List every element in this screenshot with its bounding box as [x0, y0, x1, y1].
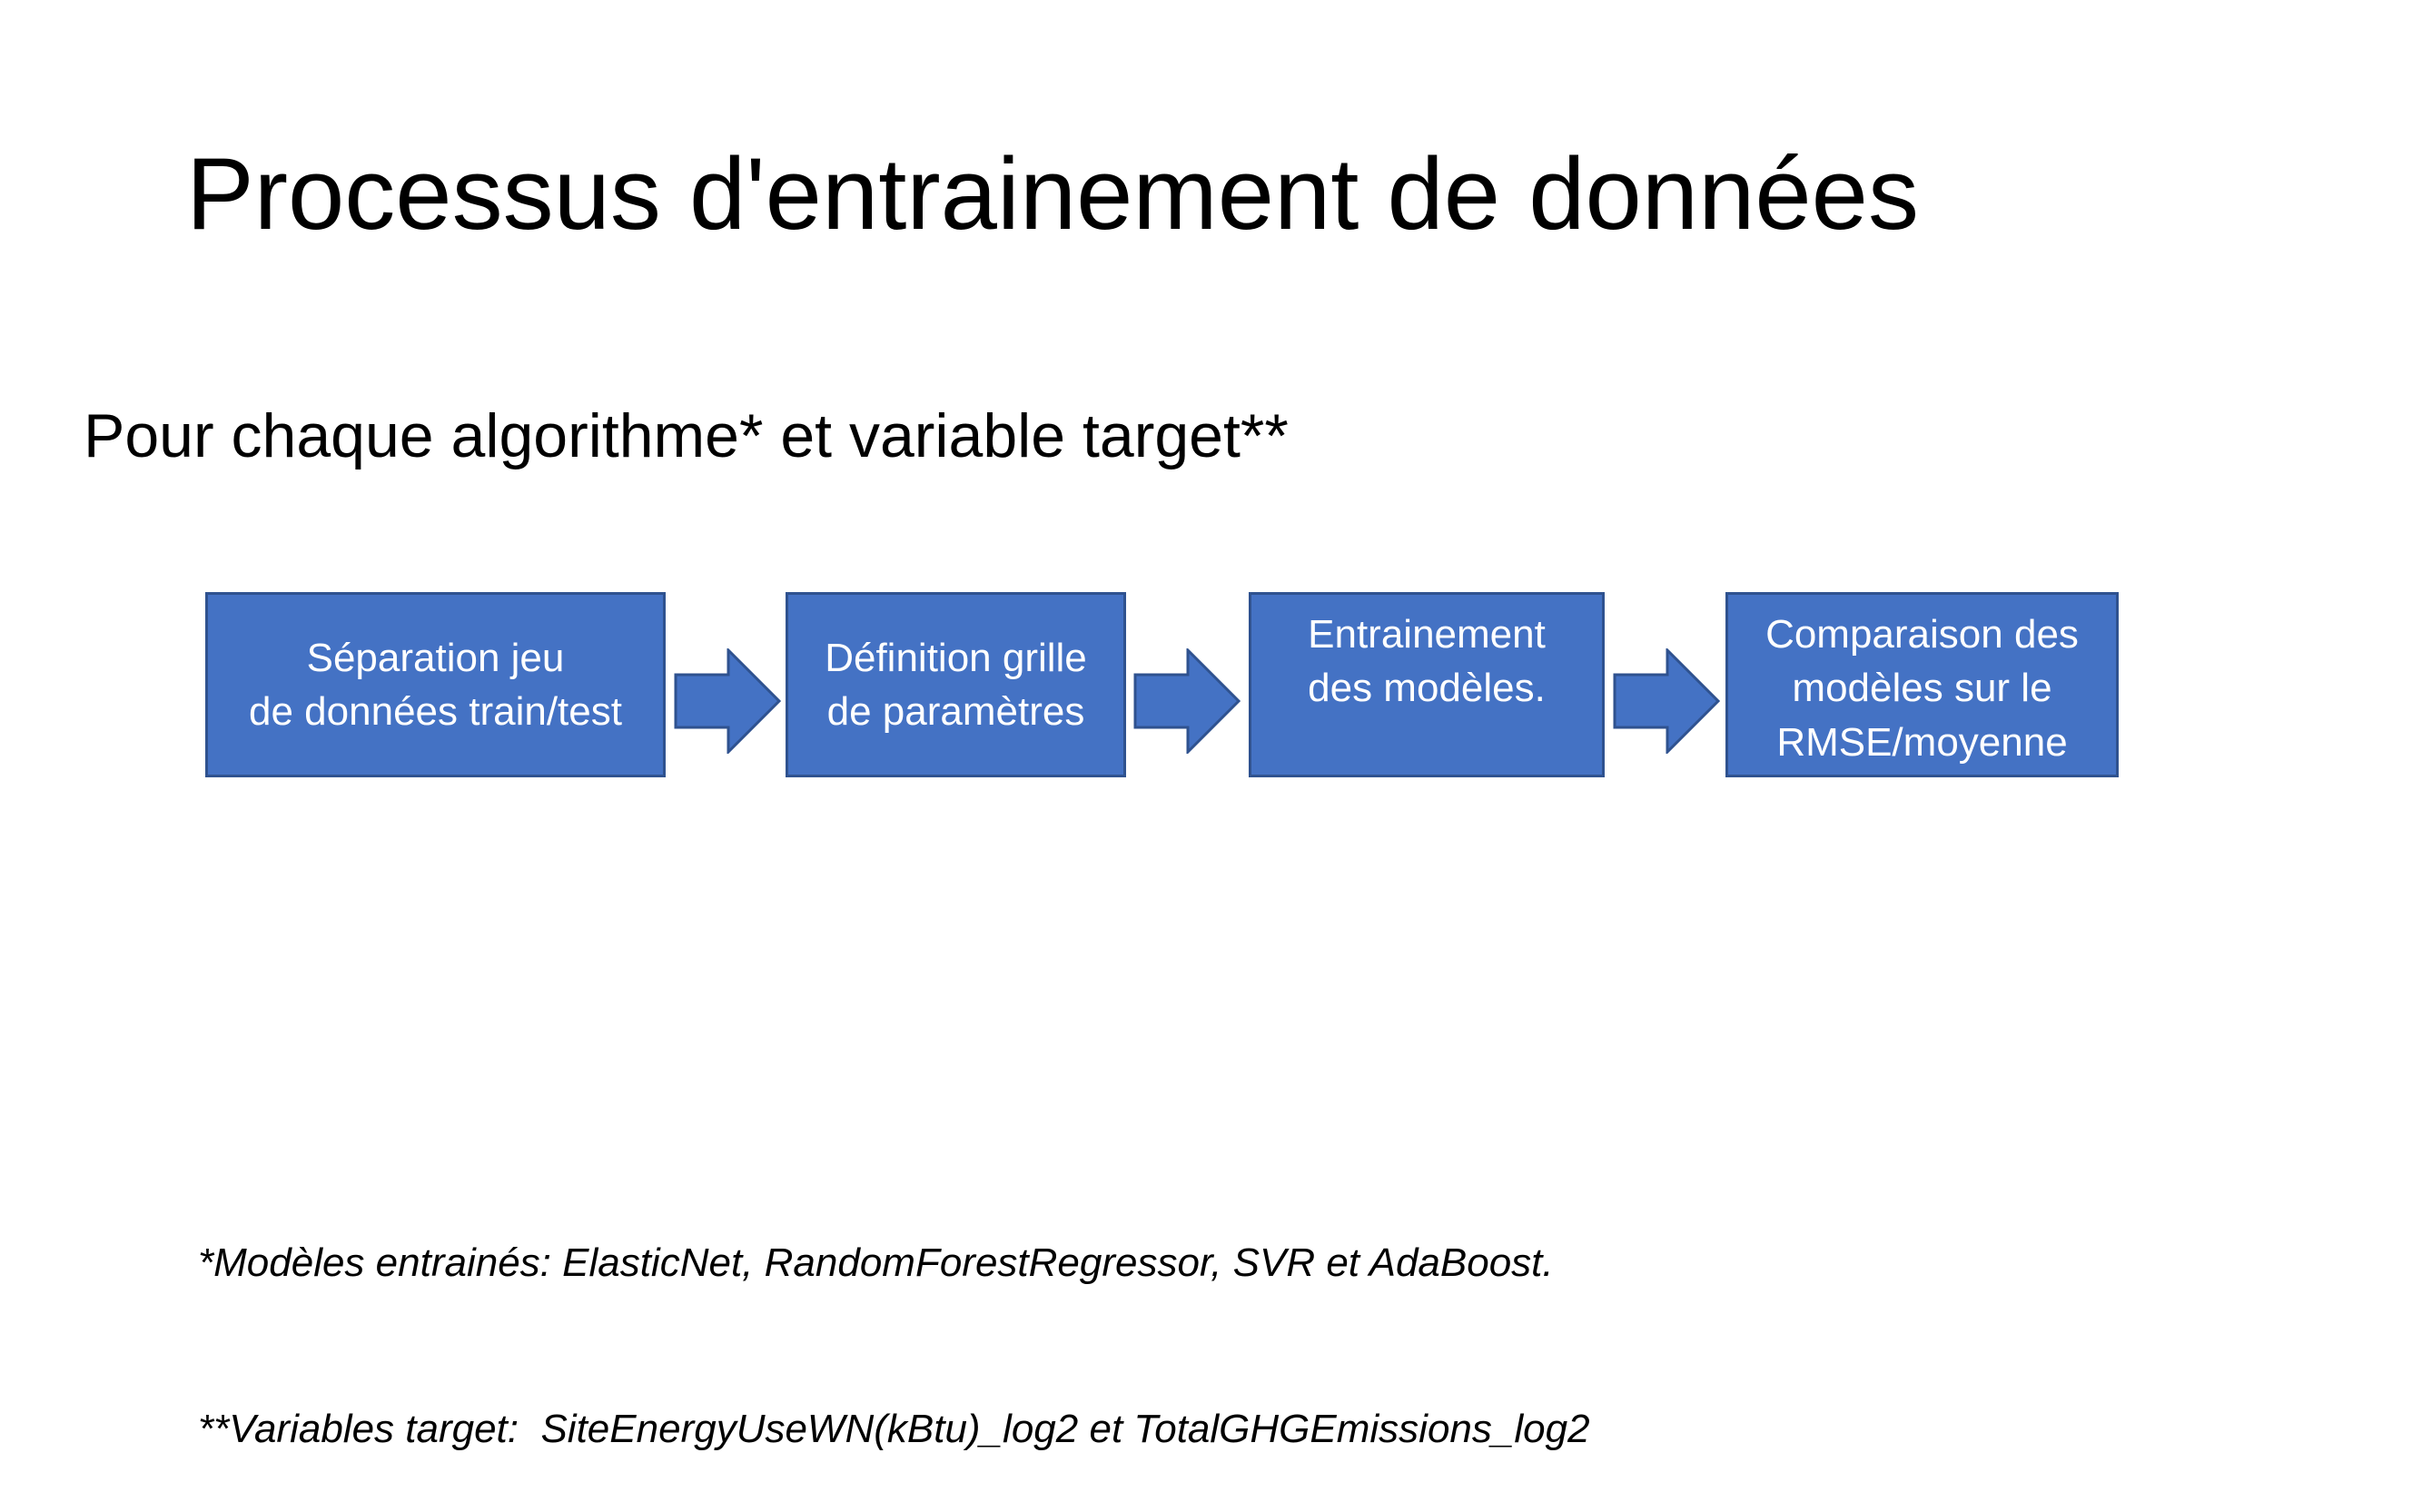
right-arrow-icon [1133, 648, 1241, 754]
right-arrow-icon-svg [1133, 648, 1241, 754]
slide-subtitle: Pour chaque algorithme* et variable targ… [84, 401, 1289, 470]
step-training-box: Entrainement des modèles. [1249, 592, 1605, 777]
step-comparison-box: Comparaison des modèles sur le RMSE/moye… [1725, 592, 2119, 777]
right-arrow-icon-svg [674, 648, 781, 754]
footnote-targets: **Variables target: SiteEnergyUseWN(kBtu… [198, 1406, 1590, 1451]
right-arrow-icon-svg [1613, 648, 1720, 754]
slide-title: Processus d'entrainement de données [186, 137, 1919, 251]
step-parameter-grid-box: Définition grille de paramètres [786, 592, 1126, 777]
step-split-data-box: Séparation jeu de données train/test [205, 592, 666, 777]
footnote-models: *Modèles entrainés: ElasticNet, RandomFo… [198, 1240, 1554, 1286]
step-parameter-grid-label: Définition grille de paramètres [825, 635, 1087, 734]
right-arrow-icon [674, 648, 781, 754]
right-arrow-icon [1613, 648, 1720, 754]
step-comparison-label: Comparaison des modèles sur le RMSE/moye… [1765, 612, 2079, 765]
step-split-data-label: Séparation jeu de données train/test [249, 635, 622, 734]
footnotes: *Modèles entrainés: ElasticNet, RandomFo… [198, 1126, 1590, 1512]
step-training-label: Entrainement des modèles. [1308, 612, 1546, 711]
